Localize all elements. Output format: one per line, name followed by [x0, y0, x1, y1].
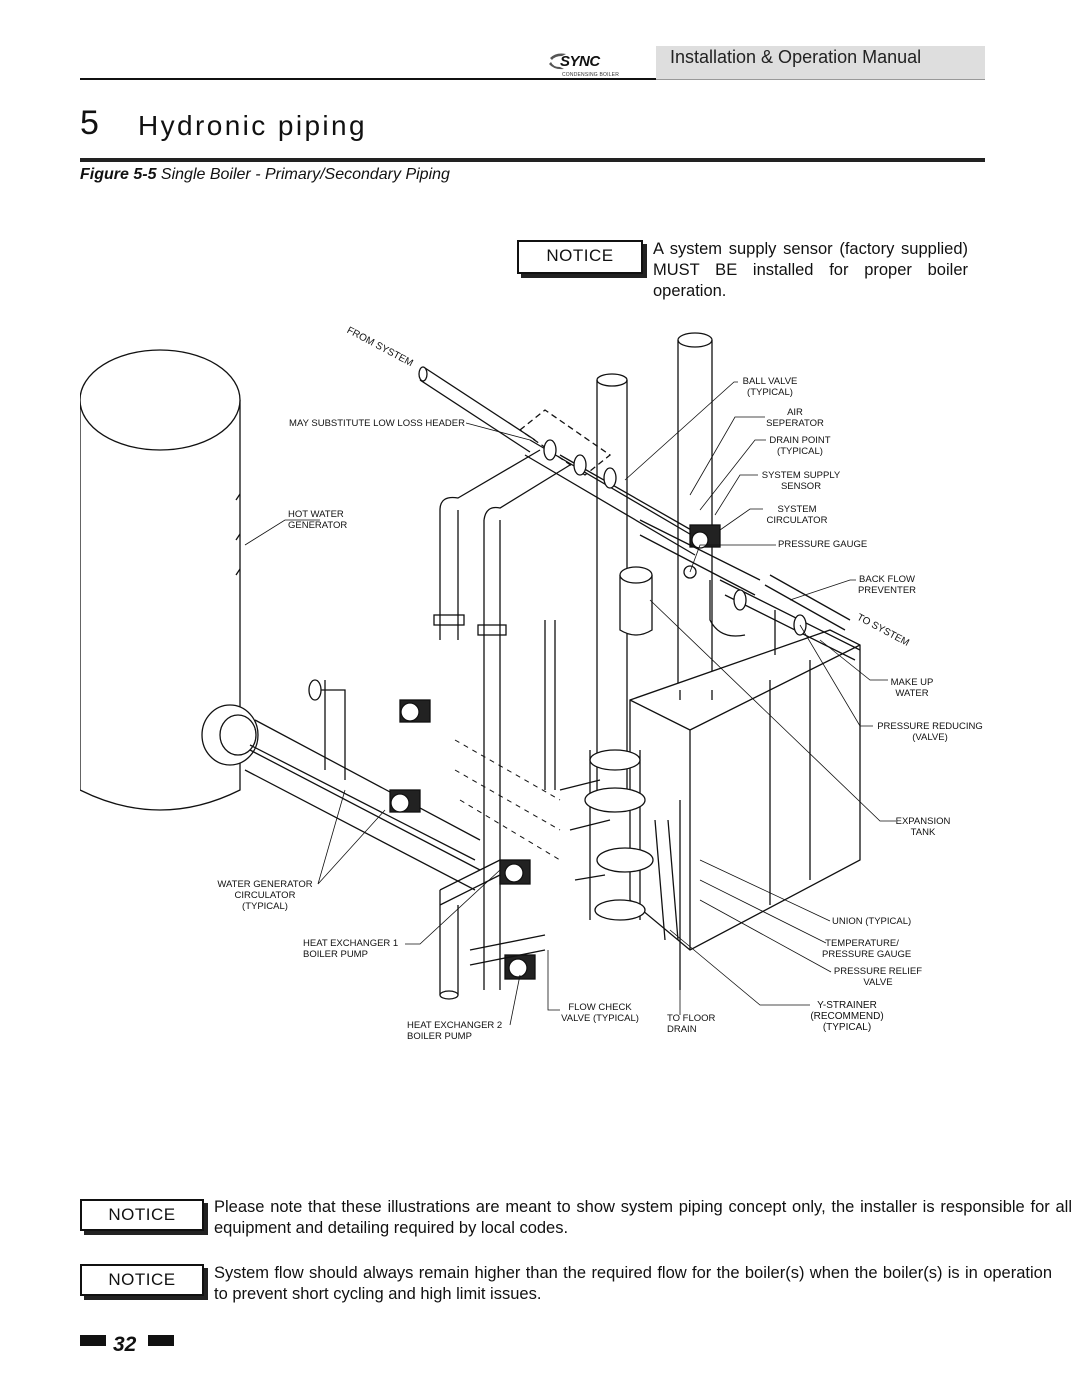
header-title-bar: [656, 46, 985, 80]
header-rule: [80, 78, 656, 80]
label-y-strainer: Y-STRAINER (RECOMMEND) (TYPICAL): [810, 1000, 884, 1033]
leader-lines: [244, 381, 896, 1026]
label-temperature-pressure-gauge: TEMPERATURE/ PRESSURE GAUGE: [822, 938, 912, 960]
page-number: 32: [113, 1333, 137, 1356]
figure-title: Single Boiler - Primary/Secondary Piping: [156, 166, 450, 183]
label-pressure-gauge: PRESSURE GAUGE: [778, 539, 868, 550]
expansion-tank: [619, 566, 653, 636]
label-low-loss-header: MAY SUBSTITUTE LOW LOSS HEADER: [289, 418, 465, 429]
primary-header-pipes: [524, 439, 701, 556]
label-ball-valve: BALL VALVE (TYPICAL): [742, 376, 798, 398]
logo-subtitle: CONDENSING BOILER: [562, 72, 620, 78]
piping-diagram: [80, 332, 896, 1026]
boiler-manifold: [559, 749, 679, 941]
footer-bar-right: [148, 1335, 174, 1346]
label-air-separator: AIR SEPERATOR: [766, 407, 824, 429]
notice-text-2: Please note that these illustrations are…: [214, 1198, 1072, 1237]
label-pressure-relief-valve: PRESSURE RELIEF VALVE: [833, 966, 923, 988]
label-hx1-pump: HEAT EXCHANGER 1 BOILER PUMP: [303, 938, 399, 960]
label-expansion-tank: EXPANSION TANK: [895, 816, 951, 838]
label-pressure-reducing-valve: PRESSURE REDUCING (VALVE): [877, 721, 983, 743]
label-make-up-water: MAKE UP WATER: [890, 677, 934, 699]
tank-flange: [201, 704, 259, 766]
label-hot-water-generator: HOT WATER GENERATOR: [288, 509, 348, 531]
low-loss-header-box: [518, 409, 612, 476]
label-hx2-pump: HEAT EXCHANGER 2 BOILER PUMP: [407, 1020, 503, 1042]
section-title: Hydronic piping: [138, 110, 367, 141]
notice-badge-1: NOTICE: [517, 240, 643, 274]
label-system-supply-sensor: SYSTEM SUPPLY SENSOR: [761, 470, 841, 492]
generator-circulators: [244, 679, 481, 891]
figure-caption: Figure 5-5 Single Boiler - Primary/Secon…: [80, 166, 450, 184]
label-system-circulator: SYSTEM CIRCULATOR: [766, 504, 828, 526]
notice-text-3: System flow should always remain higher …: [214, 1264, 1052, 1303]
label-flow-check-valve: FLOW CHECK VALVE (TYPICAL): [561, 1002, 639, 1024]
label-union: UNION (TYPICAL): [832, 916, 912, 927]
section-rule: [80, 158, 985, 162]
section-number: 5: [80, 104, 99, 142]
figure-number: Figure 5-5: [80, 166, 157, 183]
label-water-generator-circulator: WATER GENERATOR CIRCULATOR (TYPICAL): [217, 879, 313, 912]
hot-water-generator-tank: [80, 349, 241, 811]
label-drain-point: DRAIN POINT (TYPICAL): [769, 435, 831, 457]
system-circulator: [639, 519, 761, 596]
manual-title: Installation & Operation Manual: [670, 47, 922, 67]
footer-bar-left: [80, 1335, 106, 1346]
generator-loops: [433, 449, 571, 990]
notice-badge-3: NOTICE: [80, 1264, 204, 1296]
from-system-pipe: [418, 366, 536, 453]
notice-text-1: A system supply sensor (factory supplied…: [653, 240, 968, 300]
boiler-pumps: [439, 620, 556, 1000]
brand-logo: [549, 53, 566, 70]
boiler-cabinet: [629, 629, 861, 951]
notice-badge-2: NOTICE: [80, 1199, 204, 1231]
logo-wordmark: SYNC: [560, 53, 600, 70]
label-back-flow-preventer: BACK FLOW PREVENTER: [857, 574, 917, 596]
label-to-floor-drain: TO FLOOR DRAIN: [667, 1013, 716, 1035]
